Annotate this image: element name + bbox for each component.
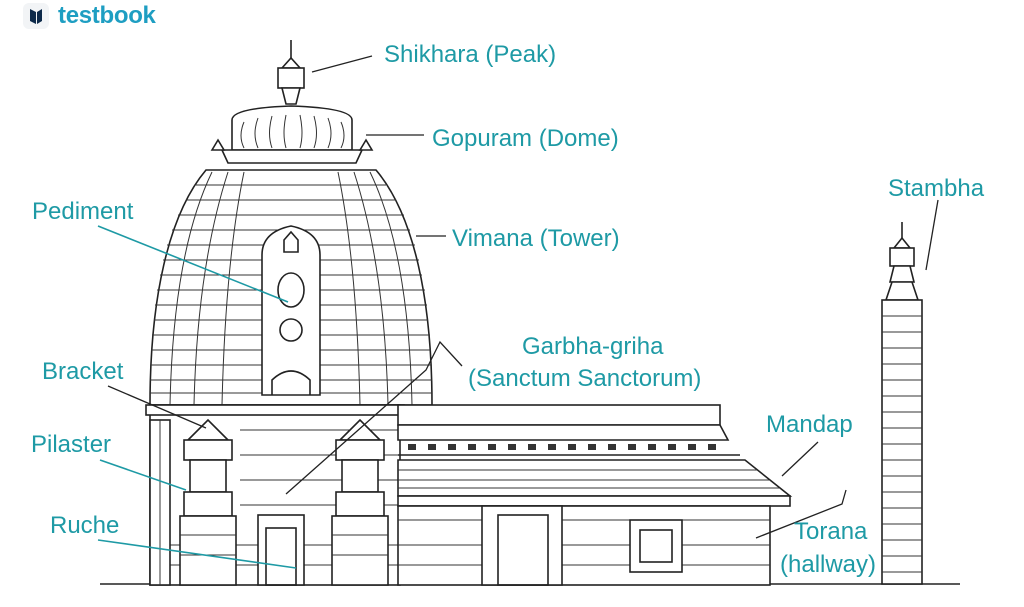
leader-pilaster <box>99 459 187 491</box>
label-torana-line1: Torana <box>794 518 868 545</box>
label-pilaster: Pilaster <box>31 431 111 458</box>
mandap-hall <box>397 404 793 586</box>
leader-lines <box>97 55 939 569</box>
leader-stambha <box>925 199 939 271</box>
sanctum-doorway <box>257 514 305 586</box>
leader-pediment <box>97 225 289 303</box>
leader-bracket <box>107 385 207 429</box>
sanctum-base <box>145 404 405 586</box>
label-stambha: Stambha <box>888 175 985 202</box>
leader-mandap <box>781 441 819 477</box>
leader-shikhara <box>311 55 373 73</box>
testbook-logo-icon <box>23 3 49 29</box>
label-vimana: Vimana (Tower) <box>452 225 620 252</box>
label-garbha-line2: (Sanctum Sanctorum) <box>468 365 701 392</box>
leader-garbha <box>285 340 463 495</box>
leader-torana <box>755 489 847 539</box>
label-pediment: Pediment <box>32 198 134 225</box>
label-ruche: Ruche <box>50 512 119 539</box>
label-shikhara: Shikhara (Peak) <box>384 41 556 68</box>
stambha-pillar <box>881 222 923 585</box>
testbook-logo[interactable]: testbook <box>22 2 156 30</box>
label-bracket: Bracket <box>42 358 124 385</box>
pediment-niche <box>261 225 321 396</box>
labels: Shikhara (Peak) Gopuram (Dome) Vimana (T… <box>31 41 985 578</box>
label-garbha-line1: Garbha-griha <box>522 333 664 360</box>
label-mandap: Mandap <box>766 411 853 438</box>
vimana-tower <box>149 40 433 406</box>
brand-name: testbook <box>58 2 156 29</box>
label-torana-line2: (hallway) <box>780 551 876 578</box>
label-gopuram: Gopuram (Dome) <box>432 125 619 152</box>
leader-ruche <box>97 539 297 569</box>
